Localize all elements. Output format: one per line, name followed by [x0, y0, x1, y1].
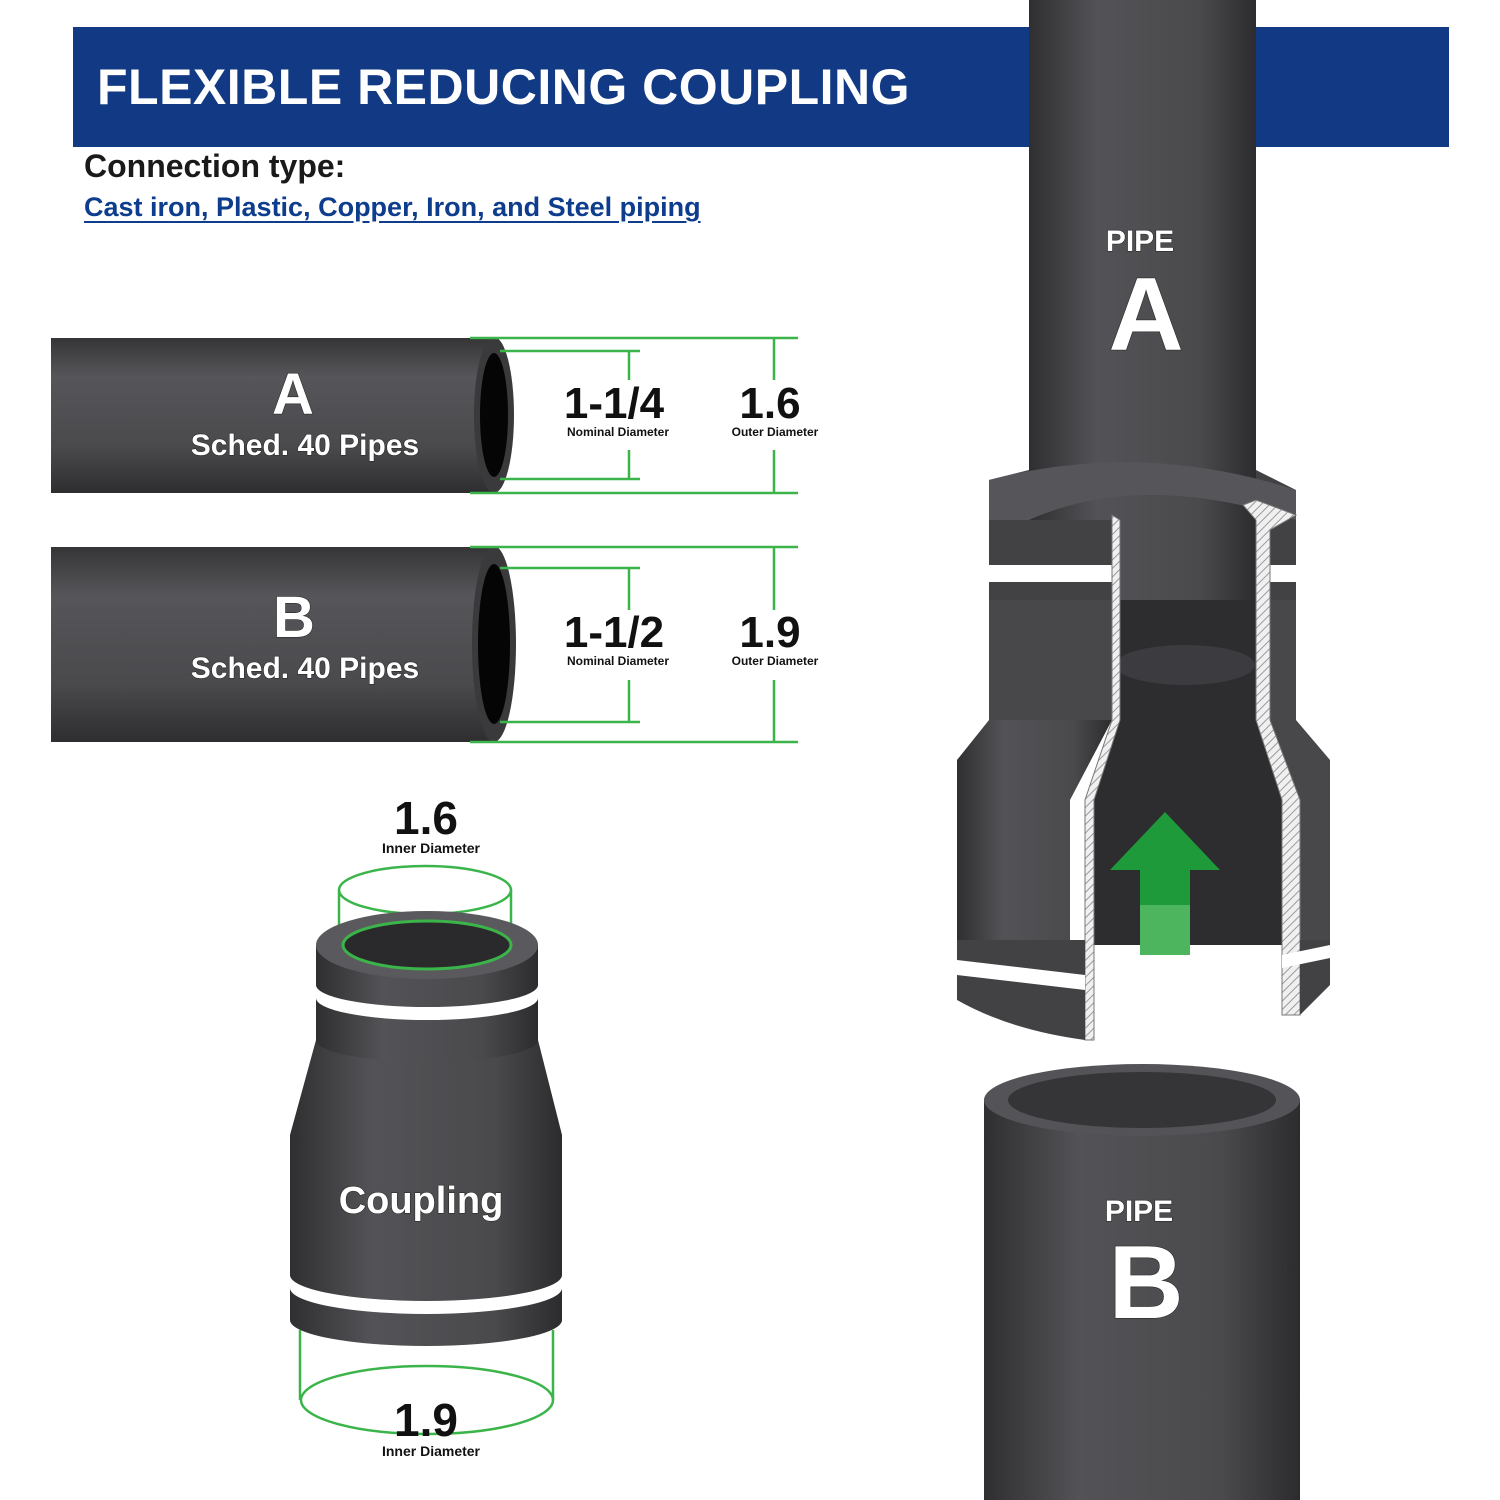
assembly-pipe-b-bore	[1008, 1072, 1276, 1128]
pipe-b-caption: Sched. 40 Pipes	[191, 652, 419, 685]
pipe-a-caption: Sched. 40 Pipes	[191, 429, 419, 462]
pipe-b-body	[51, 547, 496, 742]
cutaway-bottom-band-left	[957, 960, 1085, 990]
cutaway-rim	[989, 462, 1296, 520]
assembly-pipe-b-word: PIPE	[1105, 1195, 1173, 1228]
insert-direction-arrow-icon	[1110, 812, 1220, 955]
assembly-coupling-cutaway	[957, 462, 1330, 1041]
coupling-bottom-band	[290, 1275, 562, 1314]
coupling-top-label: Inner Diameter	[382, 840, 481, 856]
assembly-pipe-a-word: PIPE	[1106, 225, 1174, 258]
pipe-a-letter: A	[272, 362, 314, 427]
coupling-standalone: Coupling	[290, 864, 562, 1436]
assembly-pipe-b-letter: B	[1108, 1225, 1183, 1341]
pipe-a-outer-value: 1.6	[739, 379, 800, 428]
assembly-pipe-a-letter: A	[1108, 257, 1183, 373]
coupling-label: Coupling	[339, 1180, 504, 1222]
pipe-b-bore	[478, 564, 510, 724]
pipe-b-dimension-guides	[470, 545, 798, 744]
assembly-pipe-b-body	[984, 1100, 1300, 1500]
coupling-bottom-value: 1.9	[394, 1394, 458, 1446]
cutaway-bottom-band-right	[1282, 945, 1330, 968]
coupling-bottom-label: Inner Diameter	[382, 1443, 481, 1459]
coupling-wide-body	[290, 1135, 562, 1346]
pipe-b-outer-label: Outer Diameter	[732, 654, 819, 668]
pipe-a-body	[51, 338, 496, 493]
connection-type-value: Cast iron, Plastic, Copper, Iron, and St…	[84, 192, 701, 222]
pipe-a-side-view: A Sched. 40 Pipes	[51, 337, 514, 493]
pipe-b-nominal-value: 1-1/2	[564, 608, 664, 657]
pipe-b-side-view: B Sched. 40 Pipes	[51, 546, 516, 742]
assembly-pipe-b: PIPE B	[984, 1064, 1300, 1500]
cutaway-wall-right	[1242, 499, 1301, 1016]
pipe-a-bore	[480, 353, 508, 477]
cutaway-bottom-left	[957, 940, 1085, 1040]
pipe-a-nominal-value: 1-1/4	[564, 379, 665, 428]
pipe-a-outer-label: Outer Diameter	[732, 425, 819, 439]
coupling-taper	[290, 1040, 562, 1161]
cutaway-lower-left	[957, 720, 1112, 940]
coupling-top-band	[316, 985, 538, 1020]
connection-type-label: Connection type:	[84, 148, 346, 184]
pipe-b-outer-value: 1.9	[739, 608, 800, 657]
pipe-a-dimension-guides	[470, 336, 798, 495]
coupling-top-opening	[341, 919, 513, 971]
pipe-a-nominal-label: Nominal Diameter	[567, 425, 669, 439]
page-title: FLEXIBLE REDUCING COUPLING	[97, 59, 911, 115]
cutaway-wall-left	[1084, 514, 1121, 1041]
pipe-b-nominal-label: Nominal Diameter	[567, 654, 669, 668]
cutaway-upper-band-left	[989, 565, 1112, 582]
assembly-pipe-a: PIPE A	[1029, 0, 1256, 600]
pipe-b-letter: B	[273, 585, 315, 650]
coupling-top-value: 1.6	[394, 792, 458, 844]
